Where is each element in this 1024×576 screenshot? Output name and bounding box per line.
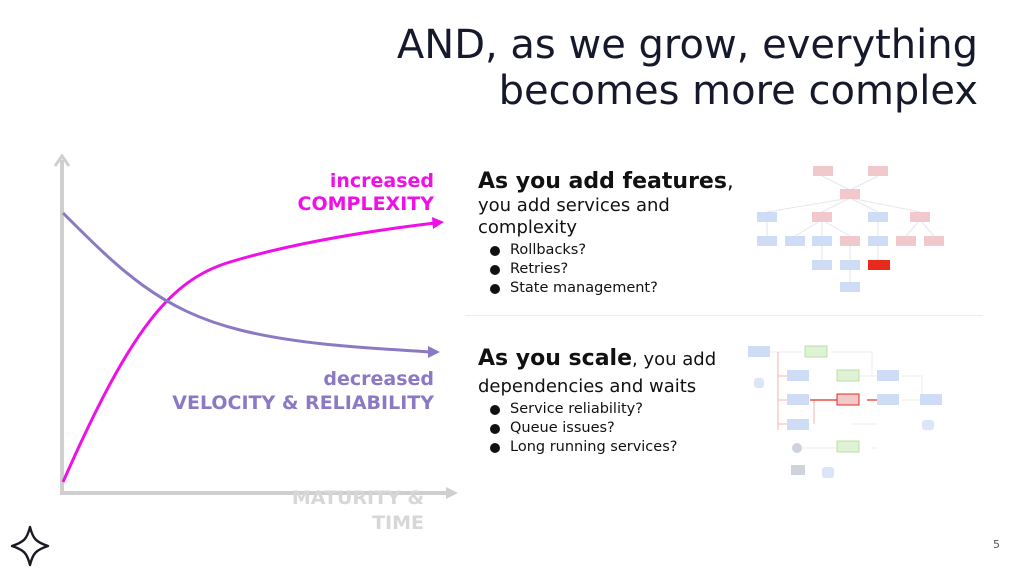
x-axis-arrowhead bbox=[446, 487, 458, 499]
complexity-arrowhead bbox=[432, 217, 444, 229]
slide-title: AND, as we grow, everything becomes more… bbox=[358, 22, 978, 114]
scale-section: As you scale, you add dependencies and w… bbox=[478, 345, 748, 457]
bullet-long-running-services: Long running services? bbox=[488, 438, 748, 457]
section-divider bbox=[465, 315, 983, 316]
features-bullet-list: Rollbacks? Retries? State management? bbox=[478, 241, 748, 298]
scale-heading-rest: , you add dependencies and waits bbox=[478, 349, 717, 397]
company-logo-icon bbox=[10, 525, 50, 567]
features-section: As you add features, you add services an… bbox=[478, 168, 748, 298]
complexity-label-line2: COMPLEXITY bbox=[297, 193, 434, 215]
diagram-nodes bbox=[757, 166, 944, 292]
scale-heading-bold: As you scale bbox=[478, 346, 632, 371]
velocity-label: decreased VELOCITY & RELIABILITY bbox=[172, 367, 434, 415]
queue-diagram-nodes bbox=[748, 345, 942, 478]
slide-title-line2: becomes more complex bbox=[498, 68, 978, 114]
complexity-label-line1: increased bbox=[329, 170, 434, 192]
maturity-label-line1: MATURITY & bbox=[291, 487, 424, 509]
features-heading-rest: , bbox=[726, 169, 734, 193]
y-axis-arrowhead bbox=[53, 153, 71, 167]
slide-title-line1: AND, as we grow, everything bbox=[396, 22, 978, 68]
velocity-arrowhead bbox=[428, 346, 440, 358]
velocity-curve bbox=[61, 211, 431, 354]
queue-dependency-diagram bbox=[748, 345, 942, 478]
features-heading-bold: As you add features bbox=[478, 169, 727, 194]
bullet-service-reliability: Service reliability? bbox=[488, 400, 748, 419]
complexity-velocity-graph bbox=[53, 153, 458, 499]
complexity-curve bbox=[61, 221, 436, 483]
features-subtitle: you add services and complexity bbox=[478, 195, 670, 238]
maturity-label: MATURITY & TIME bbox=[292, 486, 424, 536]
features-heading: As you add features, bbox=[478, 168, 748, 195]
scale-heading: As you scale, you add dependencies and w… bbox=[478, 345, 748, 398]
bullet-rollbacks: Rollbacks? bbox=[488, 241, 748, 260]
complexity-label: increased COMPLEXITY bbox=[298, 170, 434, 216]
velocity-label-line1: decreased bbox=[323, 368, 434, 390]
velocity-label-line2: VELOCITY & RELIABILITY bbox=[172, 392, 434, 414]
service-graph-diagram bbox=[757, 166, 944, 292]
maturity-label-line2: TIME bbox=[372, 512, 424, 534]
page-number: 5 bbox=[993, 538, 1000, 551]
bullet-state-management: State management? bbox=[488, 279, 748, 298]
scale-bullet-list: Service reliability? Queue issues? Long … bbox=[478, 400, 748, 457]
bullet-retries: Retries? bbox=[488, 260, 748, 279]
bullet-queue-issues: Queue issues? bbox=[488, 419, 748, 438]
